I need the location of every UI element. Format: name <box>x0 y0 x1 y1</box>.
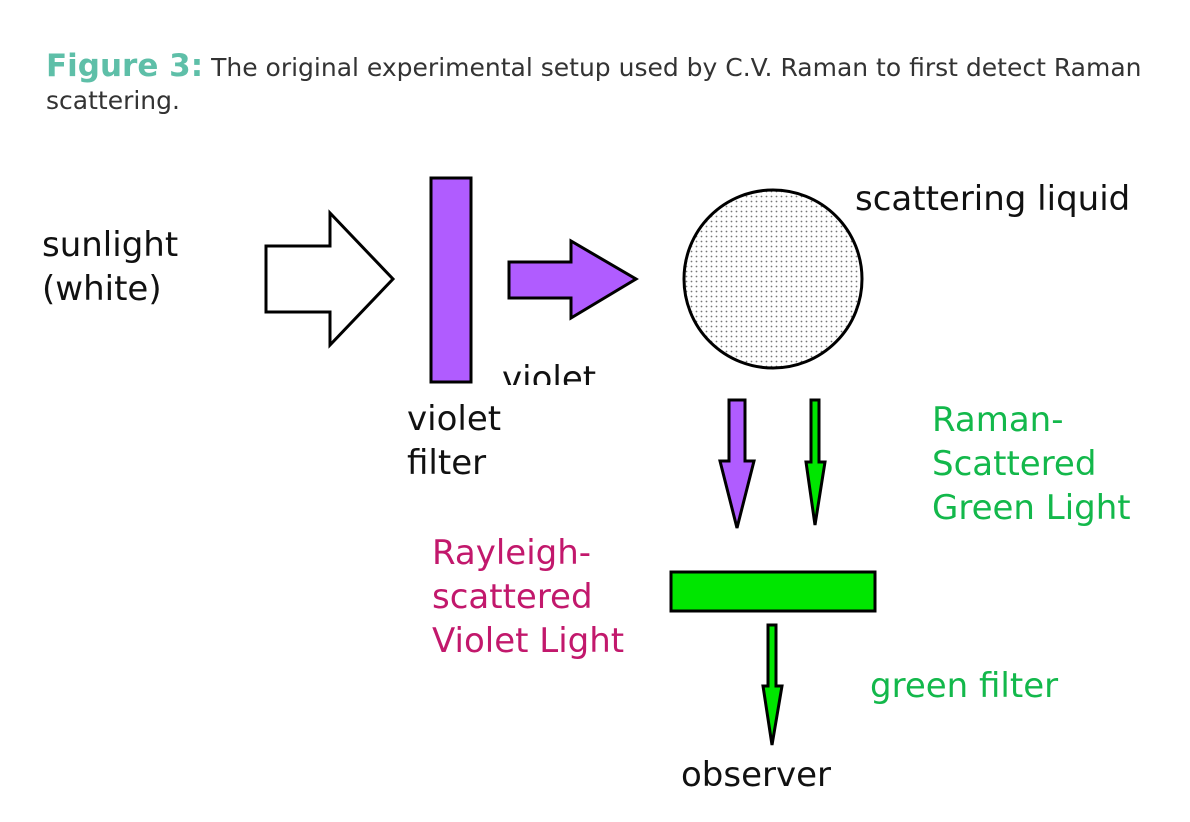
scattering-liquid-label: scattering liquid <box>855 179 1130 219</box>
violet-beam-label-clip: violet <box>502 359 596 399</box>
scattering-liquid-sample <box>682 188 864 370</box>
raman-label-1: Raman- <box>932 400 1063 440</box>
green-filter-label: green filter <box>870 666 1058 706</box>
rayleigh-label-2: scattered <box>432 577 593 617</box>
rayleigh-violet-arrow <box>718 398 756 529</box>
caption-text: The original experimental setup used by … <box>46 53 1142 115</box>
observer-green-arrow <box>761 623 784 746</box>
violet-filter-label-2: filter <box>407 443 486 483</box>
white-light-arrow <box>264 209 396 349</box>
raman-label-2: Scattered <box>932 444 1096 484</box>
sunlight-white-label: (white) <box>42 269 162 309</box>
raman-label-3: Green Light <box>932 488 1131 528</box>
observer-label: observer <box>681 755 831 795</box>
rayleigh-label-1: Rayleigh- <box>432 533 591 573</box>
sunlight-label: sunlight <box>42 225 178 265</box>
violet-filter-label: violet <box>407 399 501 439</box>
violet-beam-label: violet <box>502 359 596 399</box>
figure-label: Figure 3: <box>46 48 204 84</box>
figure-caption: Figure 3: The original experimental setu… <box>46 50 1156 117</box>
rayleigh-label-3: Violet Light <box>432 621 624 661</box>
raman-green-arrow <box>804 398 827 526</box>
violet-beam-arrow <box>507 238 639 321</box>
green-filter <box>669 570 877 613</box>
violet-filter <box>429 176 473 384</box>
